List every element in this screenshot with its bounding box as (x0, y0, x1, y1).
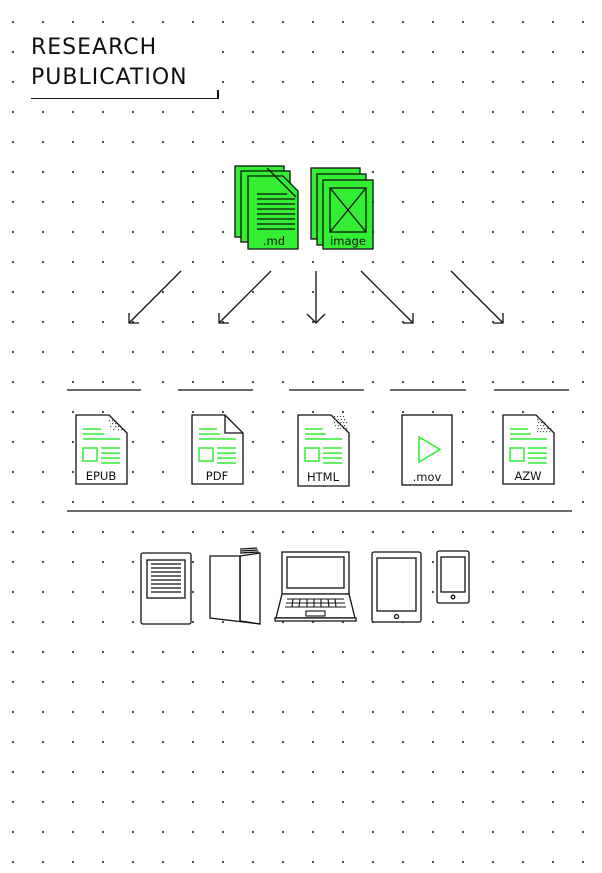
epub-file-icon (75, 414, 128, 485)
tablet-icon (371, 551, 422, 623)
image-file-stack-icon (310, 167, 374, 250)
html-file-icon (297, 414, 350, 487)
markdown-file-stack-icon (234, 165, 299, 250)
mov-label: .mov (413, 470, 442, 484)
page-title: RESEARCH PUBLICATION (31, 33, 219, 99)
arrow-to-pdf (218, 270, 272, 324)
laptop-icon (274, 551, 357, 622)
pdf-file-icon (191, 414, 244, 485)
ereader-icon (140, 552, 192, 625)
arrow-to-azw (450, 270, 504, 324)
image-source-label: image (330, 234, 366, 248)
title-line-1: RESEARCH (31, 35, 158, 60)
arrow-to-epub (128, 270, 182, 324)
html-label: HTML (307, 470, 340, 484)
azw-label: AZW (514, 469, 541, 483)
epub-label: EPUB (86, 469, 117, 483)
pdf-label: PDF (206, 469, 228, 483)
mov-file-icon (401, 414, 453, 486)
printed-book-icon (209, 547, 261, 625)
arrow-to-html (306, 271, 326, 324)
azw-file-icon (502, 414, 555, 485)
md-source-label: .md (263, 234, 285, 248)
arrow-to-mov (360, 270, 414, 324)
title-line-2: PUBLICATION (31, 65, 188, 90)
smartphone-icon (436, 550, 470, 604)
